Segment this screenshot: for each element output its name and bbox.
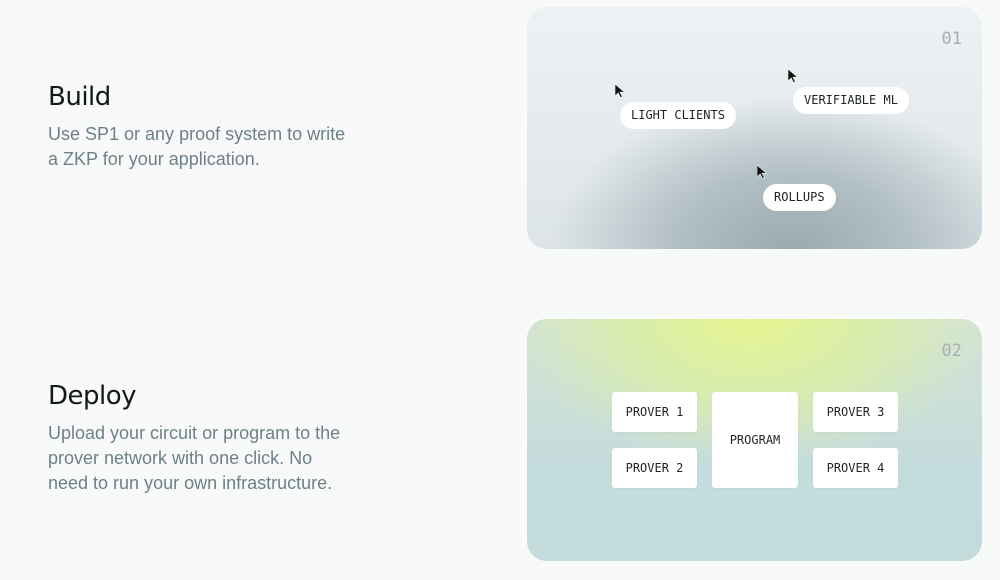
cursor-icon bbox=[757, 165, 768, 179]
cursor-icon bbox=[788, 69, 799, 83]
pill-verifiable-ml: VERIFIABLE ML bbox=[793, 87, 909, 114]
pill-rollups: ROLLUPS bbox=[763, 184, 836, 211]
deploy-card-number: 02 bbox=[941, 341, 962, 361]
deploy-title: Deploy bbox=[48, 381, 137, 411]
build-description: Use SP1 or any proof system to write a Z… bbox=[48, 124, 346, 169]
deploy-description: Upload your circuit or program to the pr… bbox=[48, 423, 341, 493]
deploy-section-text: Deploy Upload your circuit or program to… bbox=[48, 381, 348, 496]
program-box: PROGRAM bbox=[712, 392, 798, 488]
prover-box-1: PROVER 1 bbox=[612, 392, 697, 432]
prover-box-4: PROVER 4 bbox=[813, 448, 898, 488]
build-title: Build bbox=[48, 82, 111, 112]
build-card: 01 LIGHT CLIENTS VERIFIABLE ML ROLLUPS bbox=[527, 7, 982, 249]
pill-light-clients: LIGHT CLIENTS bbox=[620, 102, 736, 129]
build-card-number: 01 bbox=[941, 29, 962, 49]
prover-box-3: PROVER 3 bbox=[813, 392, 898, 432]
cursor-icon bbox=[615, 84, 626, 98]
deploy-card: 02 PROVER 1 PROVER 2 PROGRAM PROVER 3 PR… bbox=[527, 319, 982, 561]
prover-box-2: PROVER 2 bbox=[612, 448, 697, 488]
build-section-text: Build Use SP1 or any proof system to wri… bbox=[48, 82, 348, 172]
